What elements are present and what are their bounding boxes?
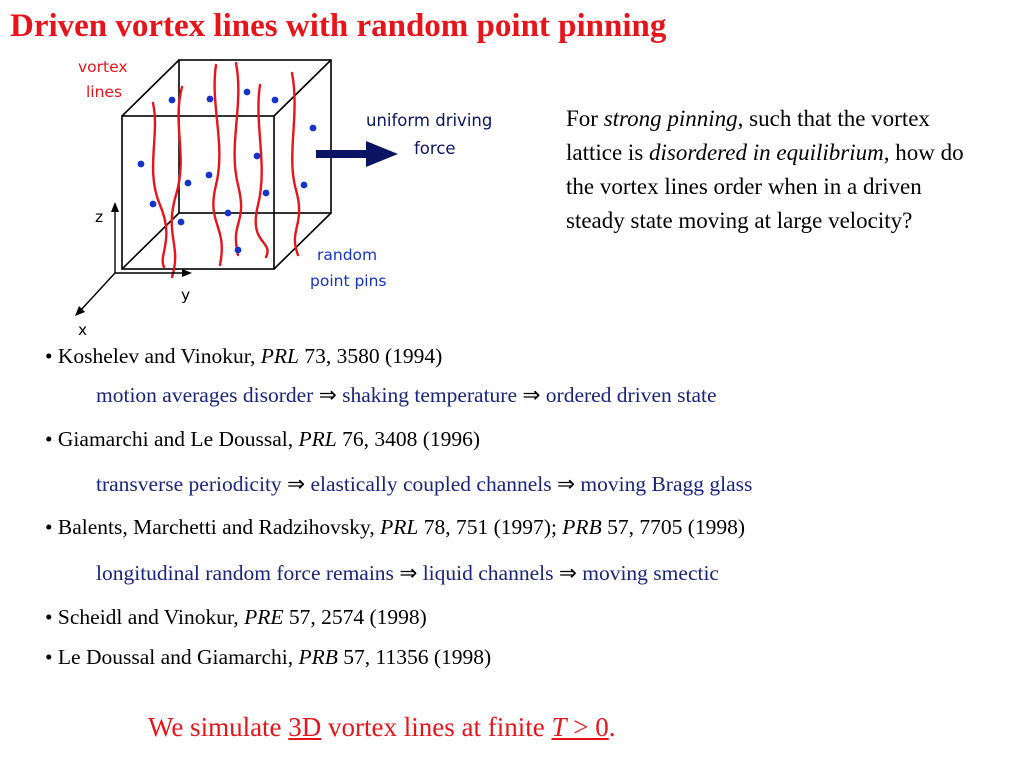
pinning-points xyxy=(137,88,317,254)
vortex-line xyxy=(151,101,168,269)
axis-label-y: y xyxy=(181,286,190,304)
vortex-line xyxy=(212,63,223,267)
label-lines: lines xyxy=(86,83,122,101)
pin-point xyxy=(253,152,261,160)
label-point-pins: point pins xyxy=(310,272,387,290)
pin-point xyxy=(271,96,279,104)
label-random: random xyxy=(317,246,377,264)
cube-outline xyxy=(121,59,332,270)
pin-point xyxy=(205,171,213,179)
pin-point xyxy=(224,209,232,217)
label-vortex: vortex xyxy=(78,58,128,76)
pin-point xyxy=(300,181,308,189)
reference-note: transverse periodicity ⇒ elastically cou… xyxy=(96,472,753,496)
pin-point xyxy=(309,124,317,132)
vortex-line xyxy=(290,71,301,257)
pin-point xyxy=(177,218,185,226)
reference-item: • Scheidl and Vinokur, PRE 57, 2574 (199… xyxy=(45,605,427,629)
intro-paragraph: For strong pinning, such that the vortex… xyxy=(566,106,964,233)
strong-pinning: strong pinning xyxy=(603,106,738,131)
driving-force-arrow xyxy=(316,141,398,167)
vortex-diagram: vortex lines uniform driving force rando… xyxy=(75,58,492,339)
axis-label-z: z xyxy=(95,208,103,226)
reference-item: • Le Doussal and Giamarchi, PRB 57, 1135… xyxy=(45,645,492,669)
pin-point xyxy=(243,88,251,96)
reference-item: • Giamarchi and Le Doussal, PRL 76, 3408… xyxy=(45,427,481,451)
vortex-line xyxy=(170,85,184,279)
coordinate-axes xyxy=(75,202,192,316)
disordered-equilibrium: disordered in equilibrium xyxy=(649,140,884,165)
reference-item: • Balents, Marchetti and Radzihovsky, PR… xyxy=(45,515,746,539)
pin-point xyxy=(137,160,145,168)
vortex-lines xyxy=(151,61,301,279)
pin-point xyxy=(184,179,192,187)
pin-point xyxy=(262,189,270,197)
reference-item: • Koshelev and Vinokur, PRL 73, 3580 (19… xyxy=(45,344,443,368)
label-force: force xyxy=(414,139,456,158)
reference-note: longitudinal random force remains ⇒ liqu… xyxy=(96,561,719,585)
pin-point xyxy=(149,200,157,208)
conclusion-statement: We simulate 3D vortex lines at finite T … xyxy=(148,712,616,742)
label-driving: uniform driving xyxy=(366,111,492,130)
vortex-line xyxy=(233,61,243,257)
slide-title: Driven vortex lines with random point pi… xyxy=(10,8,667,44)
vortex-line xyxy=(254,83,269,259)
pin-point xyxy=(234,246,242,254)
axis-label-x: x xyxy=(78,321,87,339)
pin-point xyxy=(168,96,176,104)
pin-point xyxy=(206,95,214,103)
reference-note: motion averages disorder ⇒ shaking tempe… xyxy=(96,383,717,407)
